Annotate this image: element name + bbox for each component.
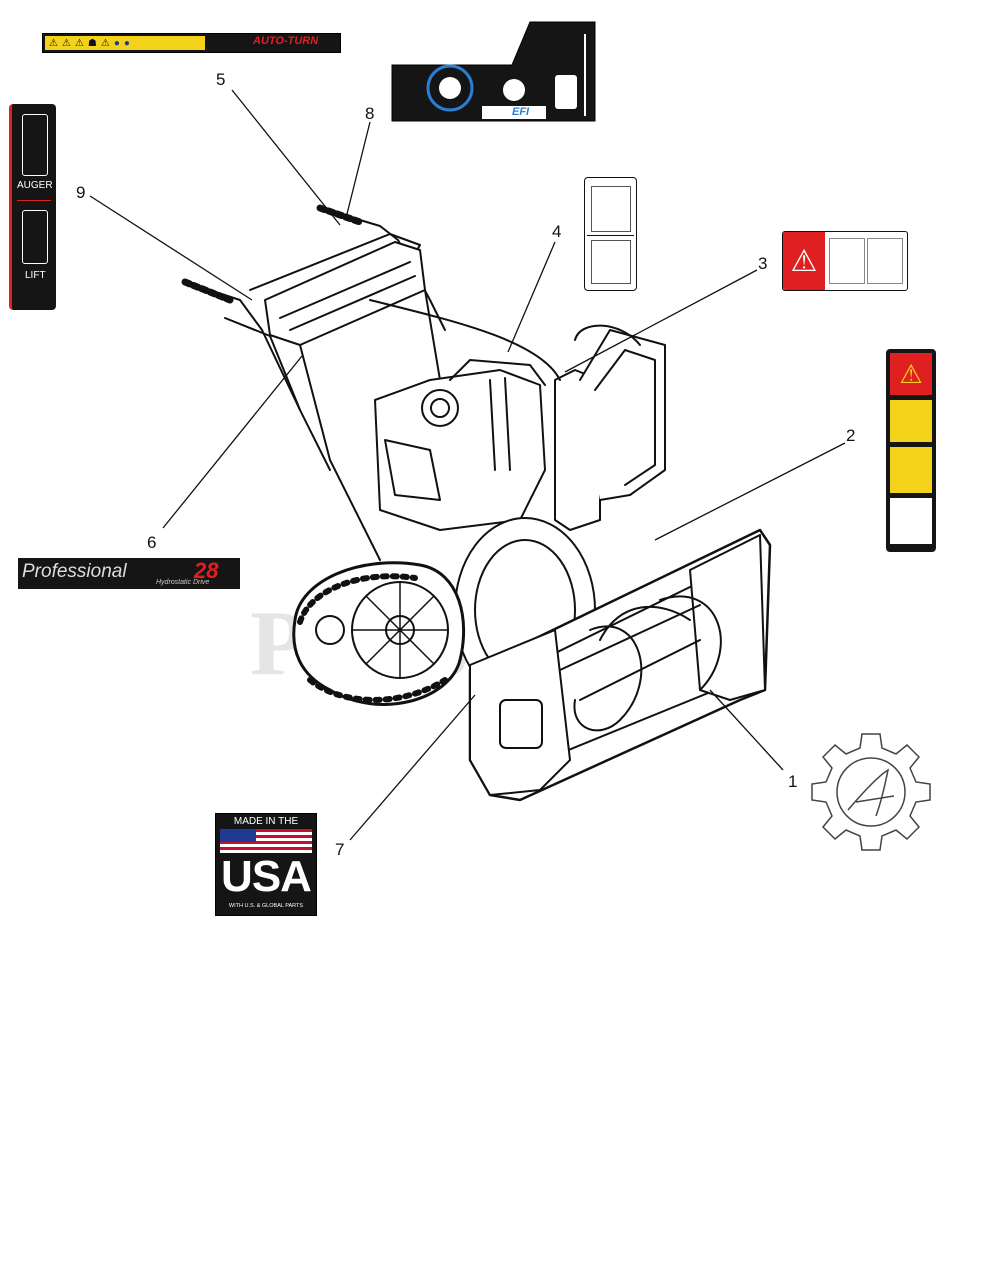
warning-triangle-icon: ⚠ <box>49 37 58 49</box>
usa-top-text: MADE IN THE <box>233 816 299 827</box>
no-hands-icon <box>890 400 932 442</box>
autoturn-label: AUTO-TURN <box>253 35 319 47</box>
lift-label: LIFT <box>25 270 46 281</box>
model-name: Professional <box>22 561 127 582</box>
auger-label: AUGER <box>17 180 53 191</box>
model-subtitle: Hydrostatic Drive <box>156 579 210 586</box>
callout-7: 7 <box>335 840 345 859</box>
warning-decal-vertical: ⚠ <box>886 349 936 552</box>
instruction-decal <box>584 177 637 291</box>
efi-label: EFI <box>512 106 530 118</box>
usa-bottom-text: WITH U.S. & GLOBAL PARTS <box>228 903 304 909</box>
no-feet-icon <box>867 238 903 284</box>
warning-triangle-icon: ⚠ <box>100 37 110 49</box>
autoturn-decal: ⚠ ⚠ ⚠ ☗ ⚠ ● ● AUTO-TURN <box>42 33 341 53</box>
warning-icon-strip: ⚠ ⚠ ⚠ ☗ ⚠ ● ● <box>45 36 205 50</box>
warning-triangle-icon: ⚠ <box>61 37 71 49</box>
auger-icon <box>22 114 48 176</box>
lift-icon <box>22 210 48 264</box>
decal-divider <box>587 235 634 236</box>
callout-1: 1 <box>788 772 798 791</box>
book-icon: ● <box>113 37 120 49</box>
callout-2: 2 <box>846 426 856 445</box>
warning-decal-horizontal: ⚠ <box>782 231 908 291</box>
decal-divider <box>17 200 51 201</box>
callout-8: 8 <box>365 104 375 123</box>
callout-6: 6 <box>147 533 157 552</box>
efi-panel-decal: EFI <box>390 20 597 123</box>
warning-triangle-icon: ⚠ <box>783 232 825 290</box>
made-in-usa-decal: MADE IN THE USA WITH U.S. & GLOBAL PARTS <box>215 813 317 916</box>
flag-icon <box>220 829 312 853</box>
model-decal: Professional 28 Hydrostatic Drive <box>18 558 240 589</box>
auger-lift-decal: AUGER LIFT <box>9 104 56 310</box>
ariens-gear-logo <box>811 733 931 851</box>
warning-triangle-icon: ⚠ <box>74 37 84 49</box>
efi-panel-shape <box>391 21 596 122</box>
operator-icon <box>890 498 932 544</box>
person-icon: ☗ <box>87 37 97 49</box>
callout-9: 9 <box>76 183 86 202</box>
callout-5: 5 <box>216 70 226 89</box>
operator-icon <box>591 240 631 284</box>
usa-big-text: USA <box>221 852 312 901</box>
book-icon: ● <box>123 37 130 49</box>
callout-3: 3 <box>758 254 768 273</box>
no-feet-icon <box>890 447 932 493</box>
operator-icon <box>591 186 631 232</box>
callout-4: 4 <box>552 222 562 241</box>
no-hands-icon <box>829 238 865 284</box>
model-number: 28 <box>194 558 219 583</box>
warning-triangle-icon: ⚠ <box>890 353 932 395</box>
